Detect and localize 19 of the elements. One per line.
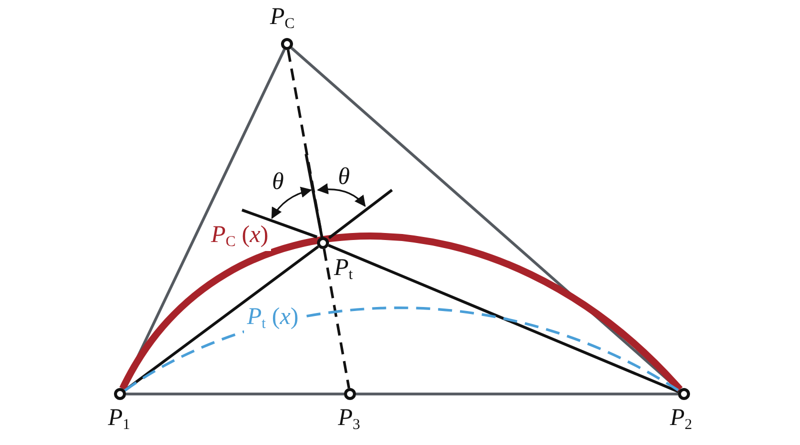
angle-label: θ	[272, 170, 284, 194]
point-label: P$_{3}$	[338, 406, 360, 433]
point-label: P$_{1}$	[108, 406, 130, 433]
angle-label: θ	[338, 165, 350, 189]
point-marker	[344, 388, 356, 400]
point-marker	[678, 388, 690, 400]
edge-label: P$_{t}$ (x)	[244, 304, 302, 333]
point-marker	[281, 38, 293, 50]
line	[356, 392, 678, 396]
line	[322, 248, 350, 388]
line	[126, 392, 344, 396]
edge-label: P$_{C}$ (x)	[208, 222, 272, 251]
curve	[120, 232, 682, 392]
point-label: P$_{C}$	[270, 5, 295, 32]
point-label: P$_{t}$	[334, 256, 353, 283]
point-marker	[114, 388, 126, 400]
curve	[124, 307, 680, 392]
line	[328, 244, 679, 393]
point-label: P$_{2}$	[670, 406, 692, 433]
